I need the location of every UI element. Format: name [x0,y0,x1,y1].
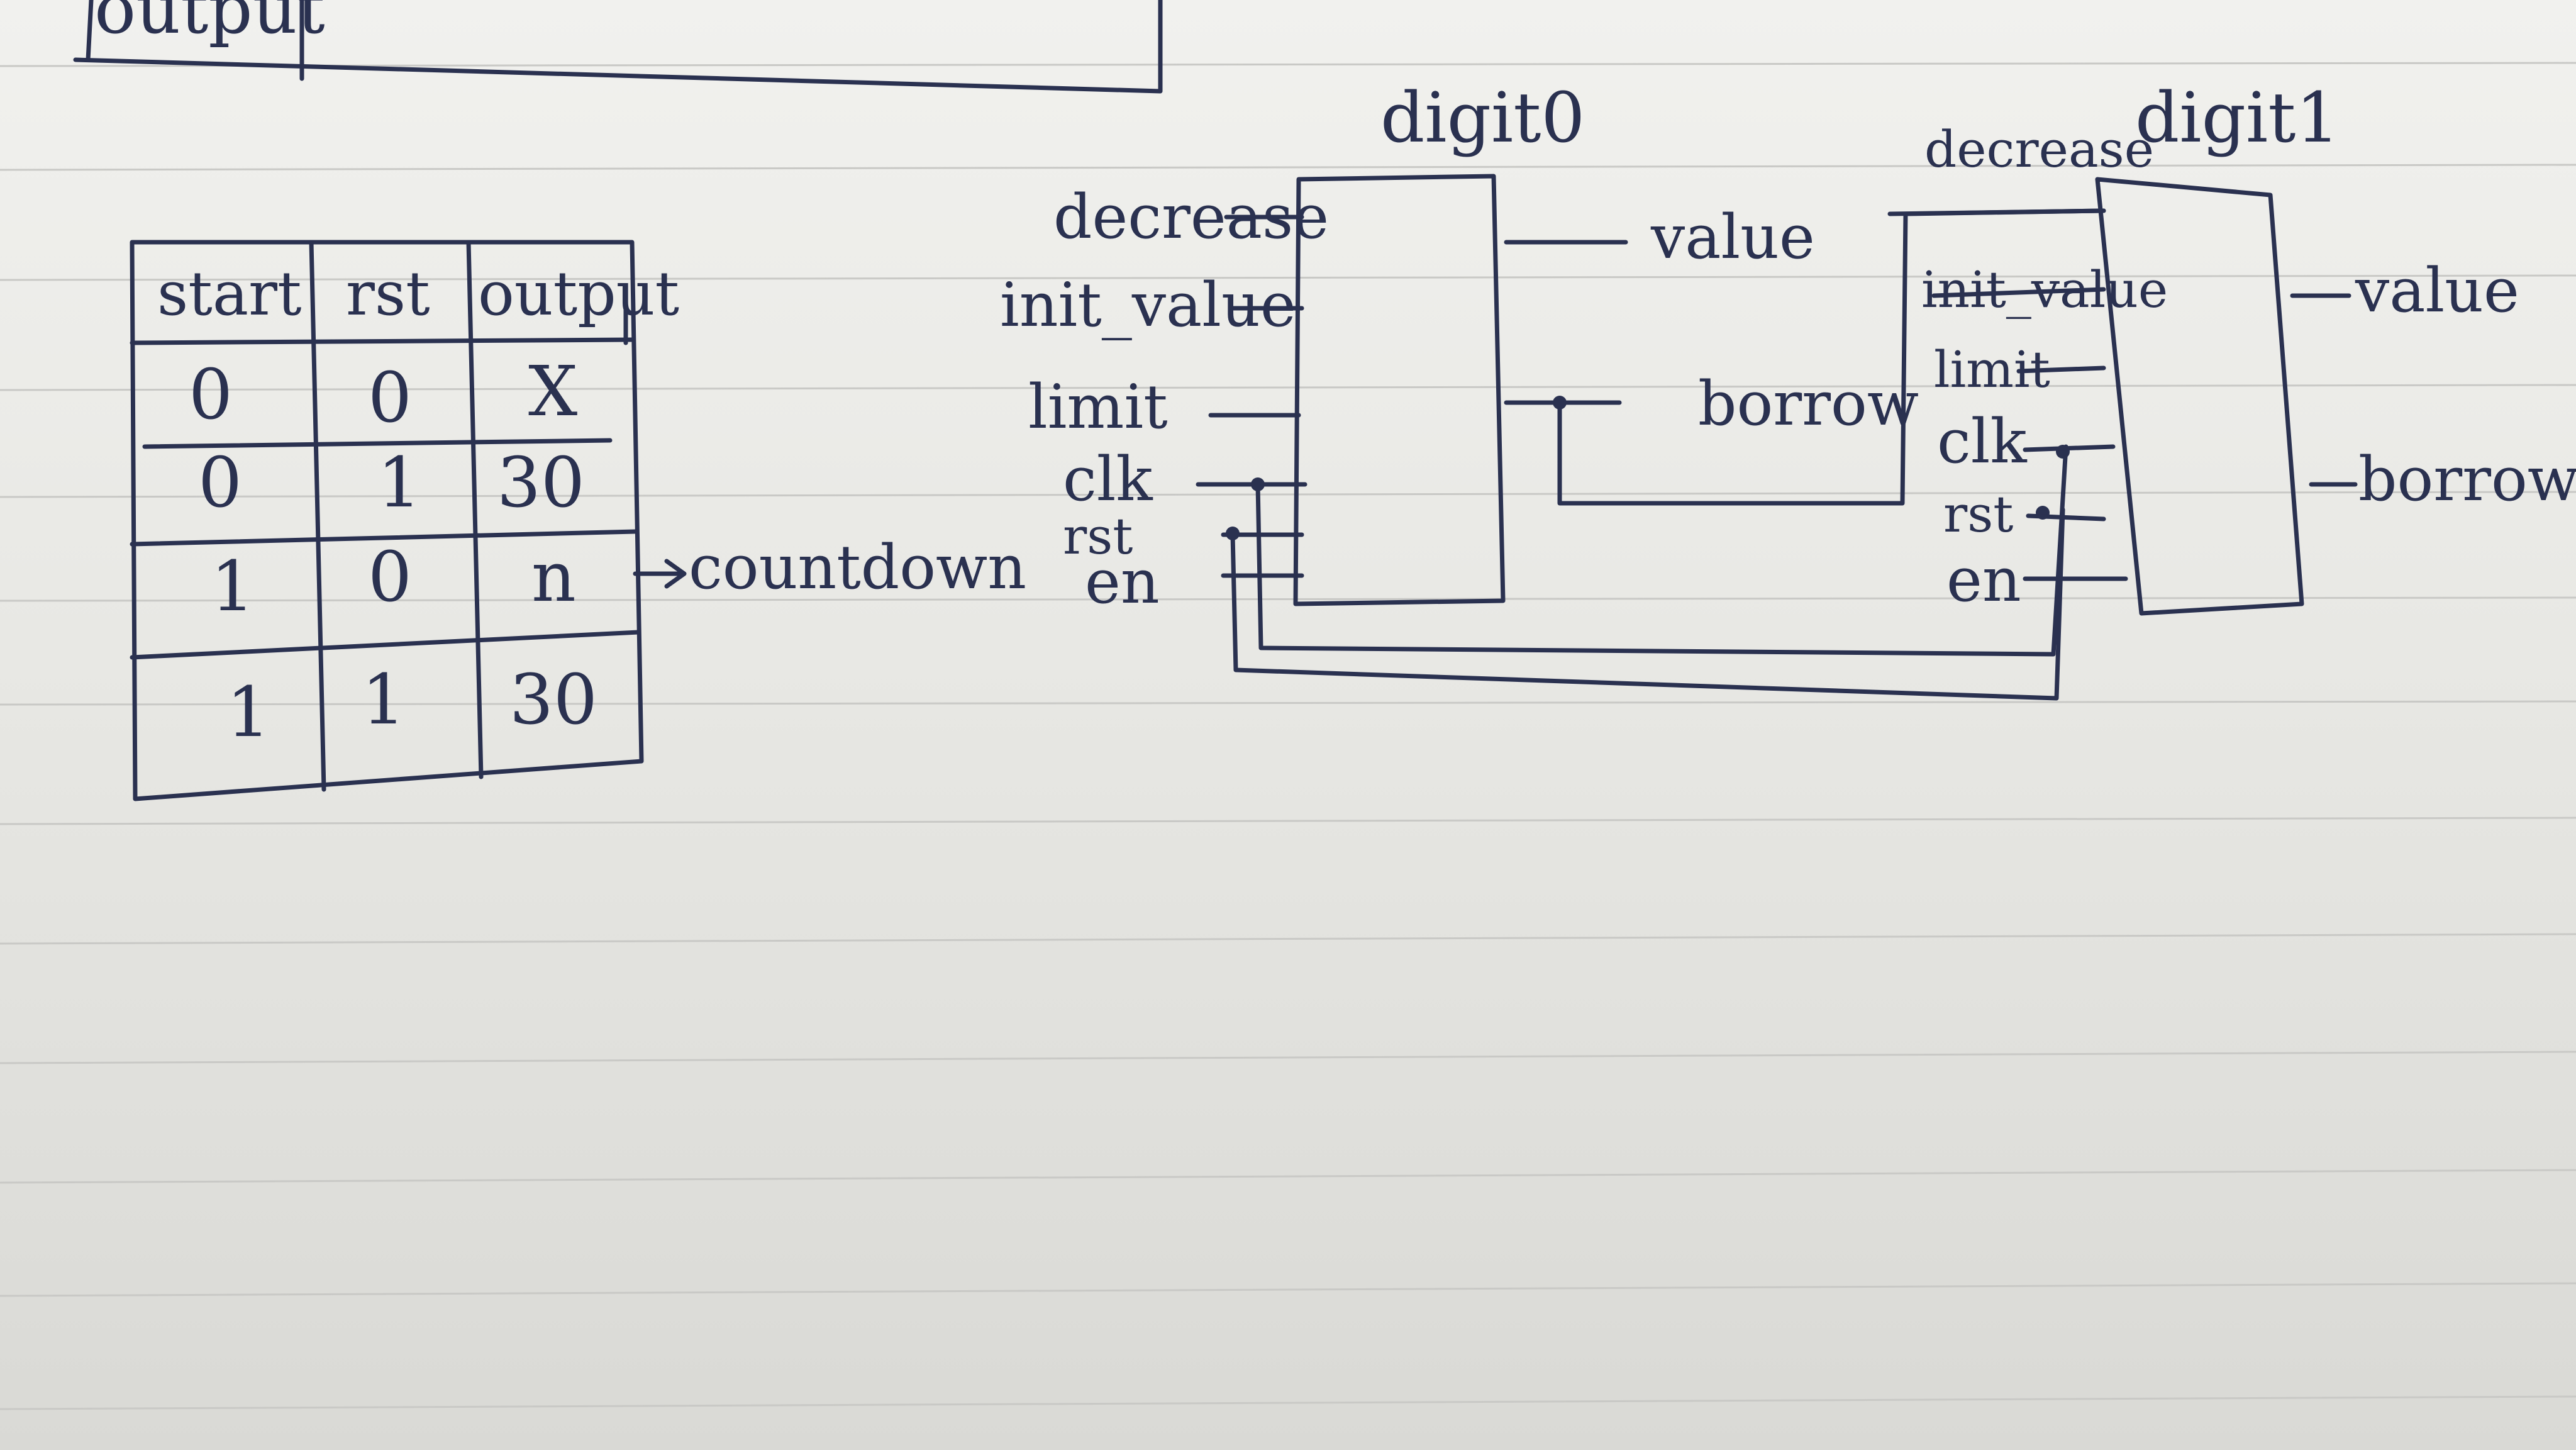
digit1-input-en: en [1946,545,2021,615]
digit1-input-init-value: init_value [1921,260,2168,319]
digit1-input-clk: clk [1937,406,2027,477]
countdown-annotation: countdown [689,532,1026,603]
digit1-input-limit: limit [1934,340,2050,399]
truth-table: start rst output 0 0 X 0 1 30 1 0 n 1 1 … [130,240,1026,801]
digit0-input-clk: clk [1063,444,1153,515]
table-header-output: output [478,259,679,329]
digit1-output-value: value [2355,255,2519,326]
digit0-title: digit0 [1380,77,1585,158]
top-box-label: output [94,0,325,49]
digit0-input-decrease: decrease [1053,182,1329,252]
table-cell-r3c2: 30 [509,659,597,740]
table-cell-r0c0: 0 [189,354,233,435]
rst-junction-dot [1226,527,1240,540]
borrow-junction-dot [1553,396,1567,410]
digit0-output-value: value [1650,202,1815,272]
table-cell-r3c1: 1 [362,659,406,740]
digit0-input-en: en [1085,547,1160,617]
ruled-lines [0,62,2576,1410]
digit1-output-borrow: borrow [2358,444,2576,515]
table-cell-r0c1: 0 [368,357,412,438]
table-header-start: start [157,259,302,329]
table-cell-r3c0: 1 [226,672,270,752]
table-cell-r1c0: 0 [198,442,242,523]
digit1-block: digit1 decrease init_value limit clk rst… [1887,77,2576,616]
table-cell-r0c2: X [528,351,577,432]
table-cell-r2c2: n [531,537,576,617]
table-cell-r2c0: 1 [211,546,255,627]
digit0-output-borrow: borrow [1698,369,1919,439]
digit1-input-rst: rst [1943,485,2013,544]
top-output-box: output [73,0,1163,94]
table-cell-r1c2: 30 [497,442,585,523]
shared-control-wires [1226,444,2070,701]
table-header-rst: rst [346,259,430,329]
table-cell-r2c1: 0 [368,537,412,617]
clk-junction-dot [1251,477,1265,491]
digit1-input-decrease: decrease [1924,120,2154,179]
digit0-input-rst: rst [1063,507,1133,566]
digit0-input-init-value: init_value [1000,270,1296,340]
digit1-title: digit1 [2135,77,2340,158]
digit0-block: digit0 decrease init_value limit clk rst… [1000,77,1919,617]
digit0-input-limit: limit [1028,372,1168,442]
table-cell-r1c1: 1 [377,442,421,523]
